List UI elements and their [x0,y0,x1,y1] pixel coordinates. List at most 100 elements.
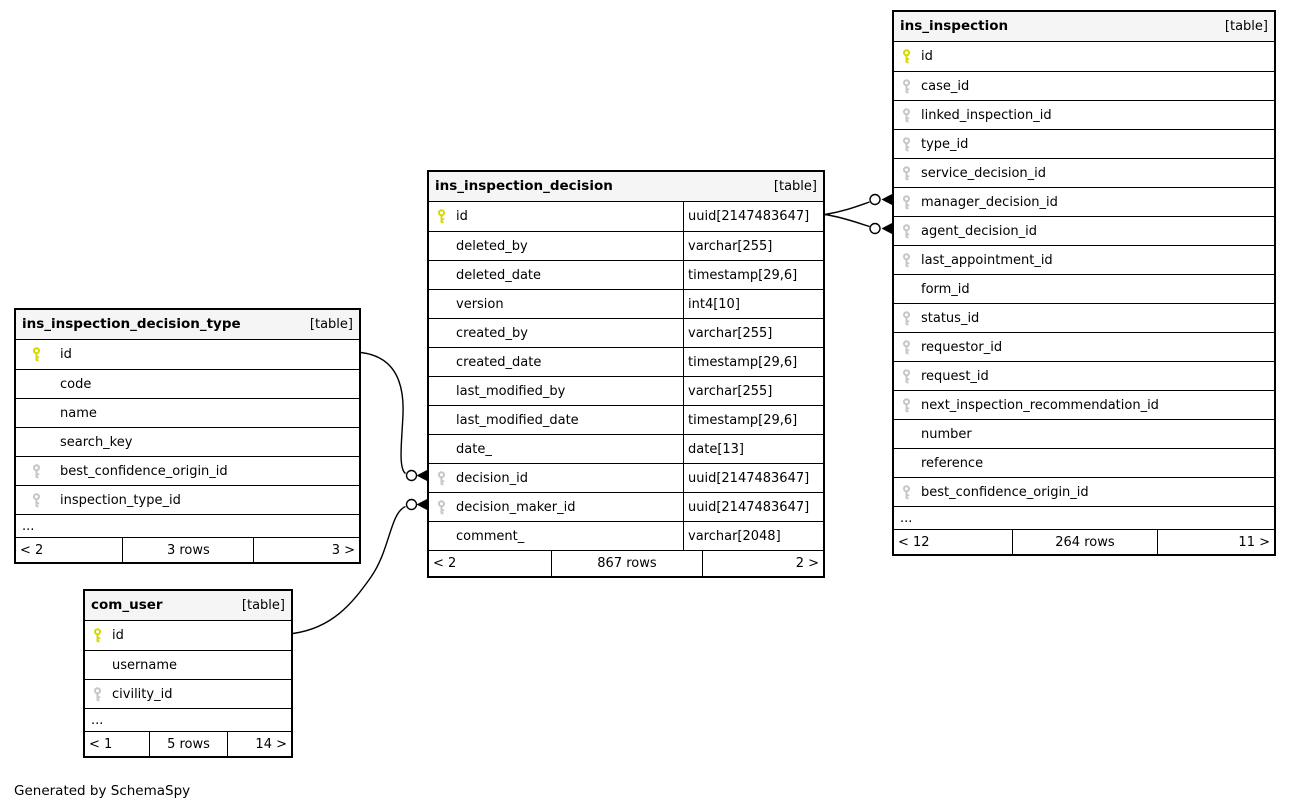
relationship-decision-to-inspection-agent [824,213,892,235]
more-columns-label: ... [91,712,104,728]
foreign-key-icon [901,339,914,355]
table-header-decision[interactable]: ins_inspection_decision [table] [429,172,823,202]
table-ins-inspection[interactable]: ins_inspection [table] id case_id linked_ins… [892,10,1276,556]
table-type-tag: [table] [773,179,817,194]
table-type-tag: [table] [309,317,353,332]
column-row-service_decision_id: service_decision_id [894,158,1274,187]
column-row-agent_decision_id: agent_decision_id [894,216,1274,245]
foreign-key-icon [31,492,44,508]
column-row-form_id: form_id [894,274,1274,303]
relationship-decision-type-to-decision [360,351,427,482]
column-name: id [112,628,124,643]
table-header-decision_type[interactable]: ins_inspection_decision_type [table] [16,310,359,340]
foreign-key-icon [901,136,914,152]
related-tables-left-count: < 12 [898,534,930,550]
column-name-cell: last_modified_date [429,406,684,434]
column-row-comment_: comment_ varchar[2048] [429,521,823,550]
column-type: varchar[255] [688,238,773,254]
column-name: comment_ [456,528,525,544]
column-name-cell: created_by [429,319,684,347]
column-name: manager_decision_id [921,194,1058,210]
table-header-com_user[interactable]: com_user[table] [85,591,291,621]
column-row-id: id [894,42,1274,71]
column-name: case_id [921,78,970,94]
column-type: uuid[2147483647] [688,209,810,224]
more-columns-row: ... [16,514,359,537]
column-name-cell: last_modified_by [429,377,684,405]
column-row-next_inspection_recommendation_id: next_inspection_recommendation_id [894,390,1274,419]
column-name: last_modified_by [456,383,566,399]
column-name-cell: comment_ [429,522,684,550]
column-type: uuid[2147483647] [688,499,810,515]
more-columns-label: ... [900,510,913,526]
column-name: id [60,347,72,362]
related-tables-right-count: 14 > [255,736,287,752]
primary-key-icon [436,209,449,224]
table-name: ins_inspection [900,17,1009,34]
column-name: next_inspection_recommendation_id [921,397,1159,413]
column-row-status_id: status_id [894,303,1274,332]
column-type: varchar[2048] [688,528,781,544]
column-type: timestamp[29,6] [688,267,798,283]
column-name: linked_inspection_id [921,107,1052,123]
foreign-key-icon [901,107,914,123]
column-row-created_date: created_date timestamp[29,6] [429,347,823,376]
row-count: 867 rows [551,551,703,576]
column-name: number [921,426,972,442]
related-tables-right-count: 3 > [331,542,355,558]
column-row-requestor_id: requestor_id [894,332,1274,361]
related-tables-left-count: < 1 [89,736,113,752]
relationship-decision-to-inspection-manager [824,193,892,216]
column-row-number: number [894,419,1274,448]
column-name: agent_decision_id [921,223,1038,239]
column-type: varchar[255] [688,383,773,399]
column-name: created_by [456,325,528,341]
generated-by-label: Generated by SchemaSpy [14,783,191,799]
foreign-key-icon [901,252,914,268]
related-tables-right-count: 11 > [1238,534,1270,550]
table-type-tag: [table] [1224,19,1268,34]
foreign-key-icon [436,470,449,486]
column-name: best_confidence_origin_id [921,484,1089,500]
column-row-reference: reference [894,448,1274,477]
foreign-key-icon [901,310,914,326]
column-type: int4[10] [688,296,740,312]
table-type-tag: [table] [241,598,285,613]
column-name-cell: deleted_by [429,232,684,260]
related-tables-left-count: < 2 [433,556,457,571]
more-columns-row: ... [85,708,291,731]
table-name: ins_inspection_decision_type [22,315,241,332]
column-row-id: id [16,340,359,369]
column-name: request_id [921,368,989,384]
column-row-civility_id: civility_id [85,679,291,708]
foreign-key-icon [901,397,914,413]
column-row-id: id [85,621,291,650]
column-name: service_decision_id [921,165,1047,181]
column-type: timestamp[29,6] [688,354,798,370]
column-name: type_id [921,136,969,152]
table-header-inspection[interactable]: ins_inspection [table] [894,12,1274,42]
column-row-username: username [85,650,291,679]
column-name: created_date [456,354,542,370]
primary-key-icon [901,49,914,64]
column-name: inspection_type_id [60,492,181,508]
column-name: name [60,405,97,421]
table-name: ins_inspection_decision [435,177,613,194]
row-count: 3 rows [122,538,255,562]
